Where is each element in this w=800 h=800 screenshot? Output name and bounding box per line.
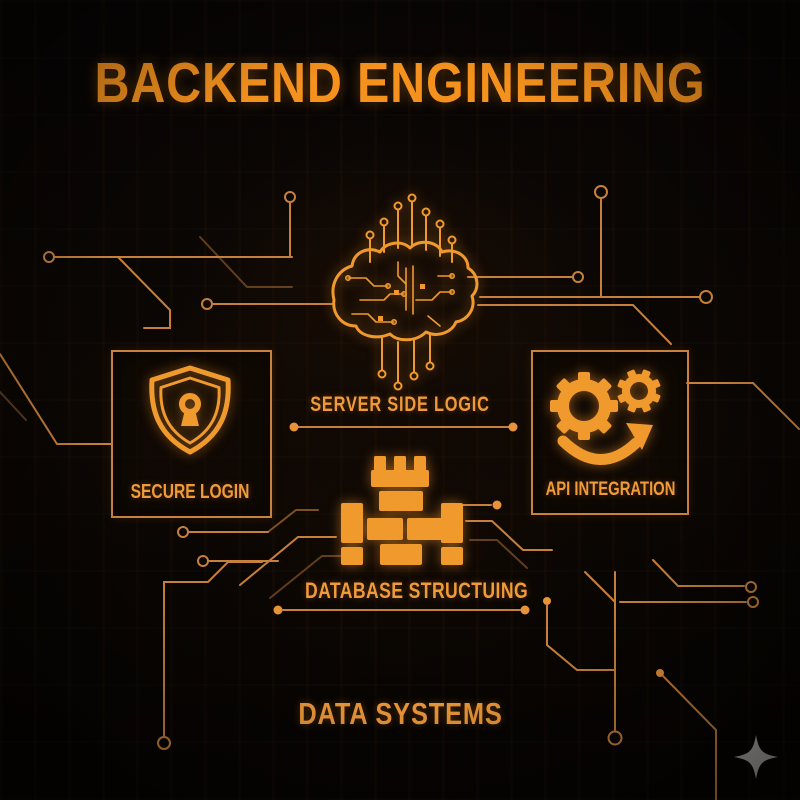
vignette-overlay — [0, 0, 800, 800]
poster: BACKEND ENGINEERING SERVER SIDE LOGIC SE… — [0, 0, 800, 800]
